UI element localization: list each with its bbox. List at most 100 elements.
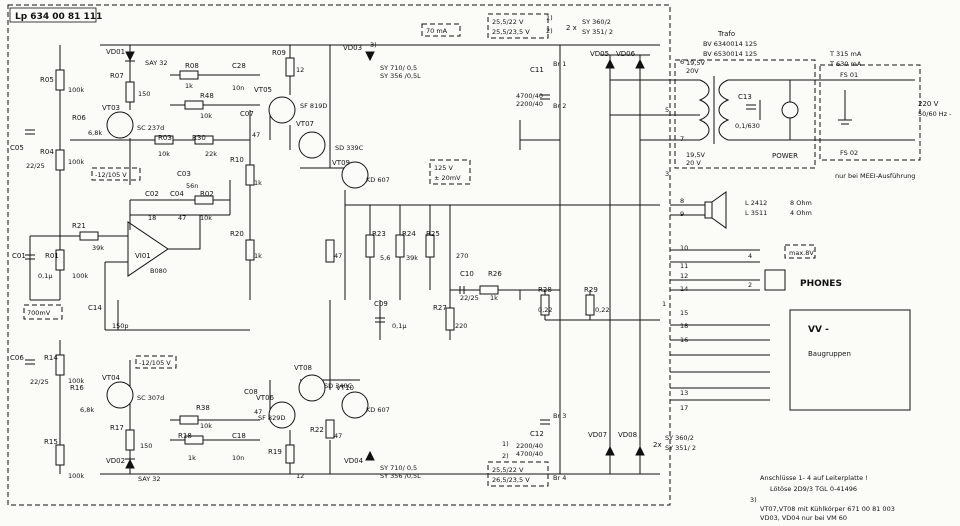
val-r21: 39k (92, 244, 104, 252)
bridge-rectifier (600, 54, 700, 475)
val-r01: 100k (72, 272, 88, 280)
speaker2-ohm: 4 Ohm (790, 209, 812, 217)
bridge-count-top: 2 x (566, 24, 577, 32)
ref-r16: R16 (70, 384, 84, 392)
ref-c08: C08 (244, 388, 258, 396)
val-c18: 10n (232, 454, 244, 462)
vv-title: VV - (808, 325, 829, 335)
ref-r19: R19 (268, 448, 282, 456)
ref-vd07: VD07 (588, 431, 607, 439)
ref-r23: R23 (372, 230, 386, 238)
note-top-rail-2: 25,5/23,5 V (492, 28, 530, 36)
bridge-br3: Br 3 (553, 412, 566, 420)
ref-vd04: VD04 (344, 457, 364, 465)
board-id: Lp 634 00 81 111 (15, 12, 102, 22)
val-r03: 10k (158, 150, 170, 158)
val-r16: 6,8k (80, 406, 94, 414)
val-c08: 47 (254, 408, 262, 416)
phones-label: PHONES (800, 279, 842, 289)
val-r02: 10k (200, 214, 212, 222)
ref-vd01: VD01 (106, 48, 125, 56)
ref-vt07: VT07 (296, 120, 314, 128)
ref-r09: R09 (272, 49, 286, 57)
pin-6: 6 (680, 58, 684, 66)
val-r26: 1k (490, 294, 498, 302)
val-vt04: SC 307d (137, 394, 164, 402)
ref-c14: C14 (88, 304, 102, 312)
ref-r03: R03 (158, 134, 172, 142)
val-r24: 39k (406, 254, 418, 262)
note-bottom-rail-2: 26,5/23,5 V (492, 476, 530, 484)
ref-vt04: VT04 (102, 374, 121, 382)
note-marker-1b: 1) (502, 440, 509, 448)
val-r10: 1k (254, 179, 262, 187)
diode-glyphs (125, 51, 645, 469)
ref-c06: C06 (10, 354, 24, 362)
val-c11: 4700/40 (516, 92, 543, 100)
ref-r29: R29 (584, 286, 598, 294)
val-c02: 18 (148, 214, 156, 222)
trafo-title: Trafo (717, 30, 735, 38)
ref-r08: R08 (185, 62, 199, 70)
note-top-rail: 25,5/22 V (492, 18, 524, 26)
pin-14: 14 (680, 285, 688, 293)
val-vd03b: SY 356 /0,5L (380, 72, 421, 80)
ref-r07: R07 (110, 72, 124, 80)
val-r09: 12 (296, 66, 304, 74)
ref-r10: R10 (230, 156, 244, 164)
pin-11: 11 (680, 262, 688, 270)
val-c05: 22/25 (26, 162, 45, 170)
output-node (345, 204, 660, 340)
trafo-sec2: 19,5V (686, 151, 705, 159)
val-vt06: SF 829D (258, 414, 285, 422)
note-marker-2: 2) (546, 27, 553, 35)
fuse1b-rating: T 630 mA (829, 60, 862, 68)
lower-driver (59, 340, 360, 474)
val-r29: 0,22 (595, 306, 609, 314)
pin-7: 7 (680, 135, 684, 143)
val-r06: 6,8k (88, 129, 102, 137)
note-marker-3: 3) (370, 41, 377, 49)
val-c03: 56n (186, 182, 198, 190)
pin-16: 16 (680, 336, 688, 344)
ref-c07: C07 (240, 110, 254, 118)
pin-5: 5 (665, 106, 669, 114)
val-r04: 100k (68, 158, 84, 166)
ref-vt10: VT10 (336, 384, 354, 392)
meei-note: nur bei MEEI-Ausführung (835, 172, 915, 180)
ref-r14: R14 (44, 354, 58, 362)
val-r15: 100k (68, 472, 84, 480)
bridge-count-bot: 2x (653, 441, 662, 449)
val-vd04: SY 710/ 0,5 (380, 464, 417, 472)
ref-vi01: VI01 (135, 252, 151, 260)
val-r23: 5,6 (380, 254, 390, 262)
val-vt09: KD 607 (366, 176, 390, 184)
trafo-part2: BV 6530014 125 (703, 50, 757, 58)
bridge-br4: Br 4 (553, 474, 566, 482)
val-vi01: B080 (150, 267, 167, 275)
val-c28: 10n (232, 84, 244, 92)
ref-c09: C09 (374, 300, 388, 308)
fuse-fs02: FS 02 (840, 149, 858, 157)
ref-r27: R27 (433, 304, 447, 312)
note-marker-1: 1) (546, 14, 553, 22)
bridge-br1: Br 1 (553, 60, 566, 68)
ref-vd08: VD08 (618, 431, 637, 439)
val-r38: 10k (200, 422, 212, 430)
ref-c11: C11 (530, 66, 544, 74)
trafo-part1: BV 6340014 125 (703, 40, 757, 48)
val-c12: 2200/40 (516, 442, 543, 450)
ref-c13: C13 (738, 93, 752, 101)
val-c11b: 2200/40 (516, 100, 543, 108)
val-r20: 1k (254, 252, 262, 260)
ref-c05: C05 (10, 144, 24, 152)
passive-glyphs (25, 57, 756, 466)
val-vt05: SF 819D (300, 102, 327, 110)
bridge-part-bot: SY 360/2 (665, 434, 694, 442)
note-neg-bias-1: -12/105 V (95, 171, 127, 179)
note-marker-2b: 2) (502, 452, 509, 460)
val-vd02: SAY 32 (138, 475, 161, 483)
val-c07: 47 (252, 131, 260, 139)
